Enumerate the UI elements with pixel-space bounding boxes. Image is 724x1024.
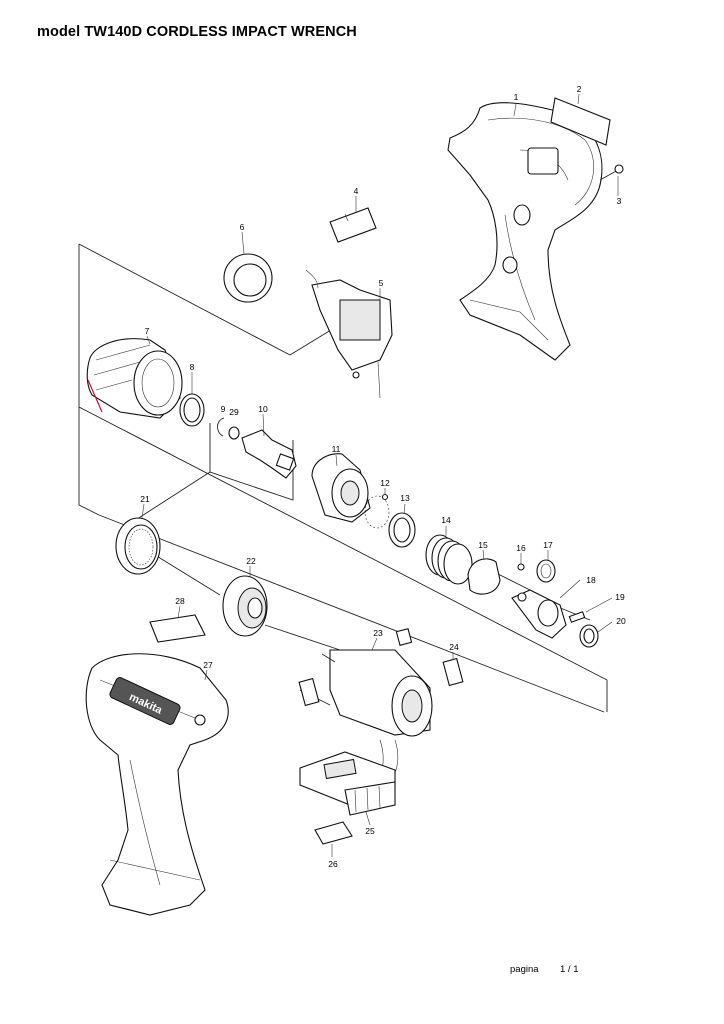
callout-8: 8	[190, 362, 195, 372]
callout-21: 21	[140, 494, 150, 504]
callout-16: 16	[516, 543, 526, 553]
part-trigger-switch	[305, 269, 393, 399]
part-anvil	[241, 429, 297, 479]
callout-26: 26	[328, 859, 338, 869]
callout-9: 9	[221, 404, 226, 414]
part-housing-half	[447, 102, 603, 361]
part-retaining-ring	[217, 417, 240, 440]
callout-4: 4	[354, 186, 359, 196]
part-switch-cover	[329, 207, 377, 243]
part-ball-16	[517, 563, 525, 571]
callout-27: 27	[203, 660, 213, 670]
part-screw	[599, 164, 624, 181]
callout-22: 22	[246, 556, 256, 566]
page-label: pagina	[510, 964, 539, 975]
part-washer-8	[179, 393, 205, 427]
callout-13: 13	[400, 493, 410, 503]
part-label-28	[149, 614, 206, 643]
part-washer-13	[388, 512, 416, 548]
part-pin	[568, 611, 586, 623]
part-internal-gear	[222, 575, 268, 637]
part-spindle	[511, 589, 567, 639]
callout-3: 3	[617, 196, 622, 206]
part-housing-set: makita	[85, 653, 229, 916]
part-steel-ball-12	[364, 493, 390, 529]
part-hammer-case-cover	[86, 338, 183, 419]
callout-numbers: 1 2 3 4 5 6 7 8 9 29 10 11 12 13 14 15 1…	[140, 84, 626, 869]
callout-24: 24	[449, 642, 459, 652]
callout-1: 1	[514, 92, 519, 102]
callout-6: 6	[240, 222, 245, 232]
callout-14: 14	[441, 515, 451, 525]
callout-19: 19	[615, 592, 625, 602]
part-hammer	[311, 453, 371, 523]
part-ring	[223, 253, 273, 303]
callout-5: 5	[379, 278, 384, 288]
callout-28: 28	[175, 596, 185, 606]
part-controller	[299, 751, 396, 816]
callout-18: 18	[586, 575, 596, 585]
part-label-26	[314, 821, 353, 845]
part-gear	[536, 559, 556, 583]
callout-7: 7	[145, 326, 150, 336]
callout-17: 17	[543, 540, 553, 550]
leader-lines	[141, 93, 619, 857]
callout-25: 25	[365, 826, 375, 836]
part-ring-15	[467, 558, 501, 595]
part-motor	[321, 628, 433, 779]
part-ring-gear	[115, 517, 161, 575]
callout-23: 23	[373, 628, 383, 638]
page-number: 1 / 1	[560, 964, 579, 975]
part-label-plate	[550, 97, 611, 146]
part-compression-spring	[425, 534, 473, 585]
part-washer-20	[579, 624, 599, 648]
callout-10: 10	[258, 404, 268, 414]
callout-11: 11	[332, 444, 341, 454]
page-title: model TW140D CORDLESS IMPACT WRENCH	[37, 24, 357, 40]
callout-12: 12	[380, 478, 390, 488]
part-carbon-brush	[298, 657, 464, 707]
callout-2: 2	[577, 84, 582, 94]
callout-15: 15	[478, 540, 488, 550]
callout-20: 20	[616, 616, 626, 626]
callout-29: 29	[229, 407, 239, 417]
